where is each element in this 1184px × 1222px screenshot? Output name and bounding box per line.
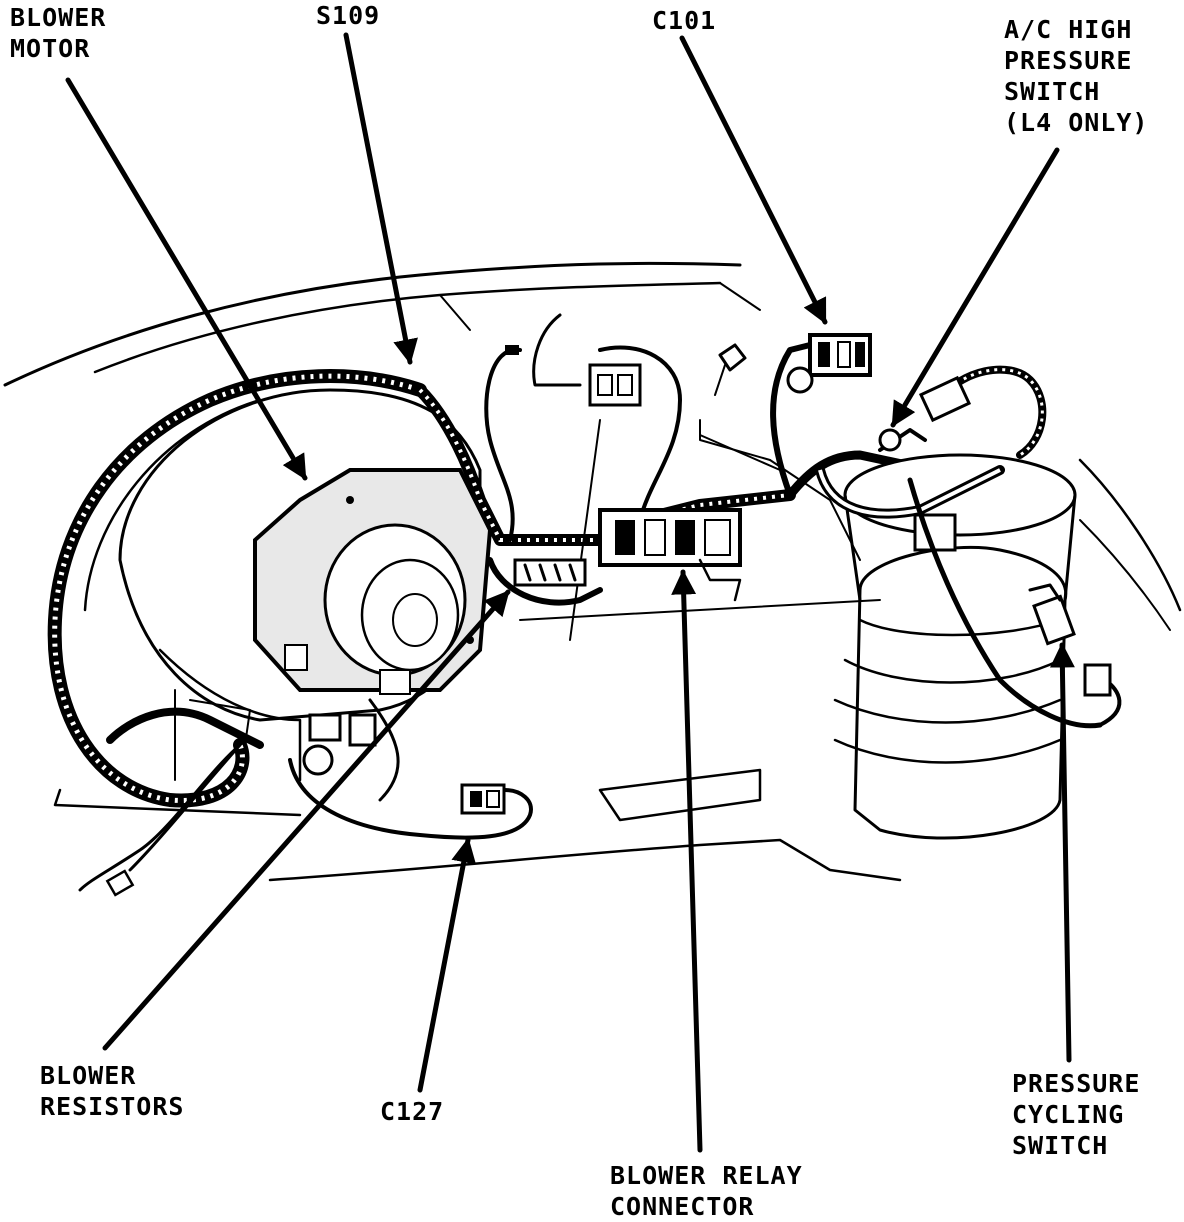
label-ac-line-1: A/C HIGH [1004, 15, 1133, 44]
label-blower-motor: BLOWER MOTOR [10, 2, 106, 64]
label-s109-text: S109 [316, 1, 381, 30]
center-wiring [484, 313, 771, 641]
c101-connector [770, 333, 872, 498]
label-ac-line-4: (L4 ONLY) [1004, 108, 1149, 137]
label-c127-text: C127 [380, 1097, 445, 1126]
label-blower-relay-connector: BLOWER RELAY CONNECTOR [610, 1160, 803, 1222]
label-c127: C127 [380, 1096, 444, 1127]
leader-arrows [65, 32, 1075, 1153]
label-pcs-line-3: SWITCH [1012, 1131, 1109, 1160]
label-pressure-cycling-switch: PRESSURE CYCLING SWITCH [1012, 1068, 1140, 1161]
fender-outline [3, 261, 761, 387]
blower-resistor-block [487, 508, 742, 606]
accumulator [815, 453, 1077, 840]
label-c101-text: C101 [652, 6, 717, 35]
label-blower-resistors: BLOWER RESISTORS [40, 1060, 184, 1122]
label-ac-high-pressure-switch: A/C HIGH PRESSURE SWITCH (L4 ONLY) [1004, 14, 1148, 138]
ac-high-pressure-switch [878, 365, 1047, 459]
label-blower-relay-line-1: BLOWER RELAY [610, 1161, 803, 1190]
label-ac-line-2: PRESSURE [1004, 46, 1133, 75]
label-blower-relay-line-2: CONNECTOR [610, 1192, 755, 1221]
label-ac-line-3: SWITCH [1004, 77, 1101, 106]
label-c101: C101 [652, 5, 716, 36]
blower-relay-connector-leader [671, 569, 703, 1153]
blower-motor-leader [65, 77, 308, 481]
ac-high-pressure-switch-leader [890, 147, 1060, 428]
label-blower-motor-line-1: BLOWER [10, 3, 107, 32]
blower-resistors-leader [102, 589, 511, 1051]
c127-leader [417, 837, 477, 1093]
label-blower-motor-line-2: MOTOR [10, 34, 91, 63]
label-s109: S109 [316, 0, 380, 31]
label-pcs-line-2: CYCLING [1012, 1100, 1125, 1129]
blower-motor [253, 468, 493, 695]
pressure-cycling-switch-leader [1049, 642, 1075, 1063]
c127-connector [288, 698, 533, 840]
c101-leader [679, 35, 828, 325]
label-blower-resistors-line-2: RESISTORS [40, 1092, 185, 1121]
label-blower-resistors-line-1: BLOWER [40, 1061, 137, 1090]
label-pcs-line-1: PRESSURE [1012, 1069, 1141, 1098]
s109-leader [343, 32, 418, 365]
